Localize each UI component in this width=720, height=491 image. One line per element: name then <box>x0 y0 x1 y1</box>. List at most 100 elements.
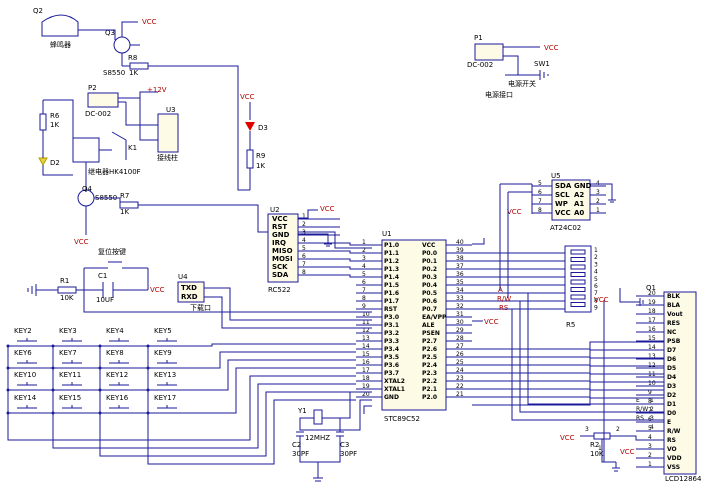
u1-pin-num: 18 <box>362 375 370 382</box>
key-label-key16: KEY16 <box>106 394 129 402</box>
lcd-pin-d6: D6 <box>667 356 676 363</box>
lcd-pin-num: 17 <box>648 317 656 324</box>
lcd-side-num: 2 <box>650 406 654 413</box>
y1-label: Y1 <box>297 407 307 415</box>
u1-pin-rst: RST <box>384 306 398 313</box>
u1-pin-xtal1: XTAL1 <box>384 386 405 393</box>
q2-label: Q2 <box>33 7 43 15</box>
key-label-key6: KEY6 <box>14 349 32 357</box>
terminal-label: 接线柱 <box>157 153 178 162</box>
u2-pin-vcc: VCC <box>272 215 288 223</box>
p1-model: DC-002 <box>467 61 493 69</box>
u1-pin-p3-6: P3.6 <box>384 362 399 369</box>
u1-pin-p2-3: P2.3 <box>422 370 437 377</box>
vcc-d3: VCC <box>240 93 255 101</box>
vcc-q4: VCC <box>74 238 89 246</box>
u2-pin-num: 2 <box>302 221 306 228</box>
sw1-label: SW1 <box>534 60 550 68</box>
u3-terminal <box>157 113 179 153</box>
u1-pin-p1-6: P1.6 <box>384 290 399 297</box>
p1-label: P1 <box>474 34 483 42</box>
u5-pin-vcc: VCC <box>555 209 571 217</box>
lcd-pin-num: 15 <box>648 335 656 342</box>
relay-model: 继电器HK4100F <box>88 167 141 176</box>
key-label-key10: KEY10 <box>14 371 36 379</box>
r7-value: 1K <box>120 208 129 216</box>
r1-resistor <box>57 286 77 294</box>
lcd-pin-num: 10 <box>648 380 656 387</box>
lcd-pin-d7: D7 <box>667 347 676 354</box>
key-label-key8: KEY8 <box>106 349 124 357</box>
c1-label: C1 <box>98 272 107 280</box>
lcd-name: LCD12864 <box>665 475 702 483</box>
vcc-u2: VCC <box>320 205 335 213</box>
u1-pin-num: 24 <box>456 367 464 374</box>
u1-pin-p3-0: P3.0 <box>384 314 399 321</box>
lcd-pin-vo: VO <box>667 446 677 453</box>
r9-value: 1K <box>256 162 265 170</box>
r2-pot <box>593 432 611 440</box>
ground-symbols <box>27 70 644 482</box>
k1-label: K1 <box>128 144 137 152</box>
u5-pin-a1: A1 <box>574 200 584 208</box>
u5-pin-num: 8 <box>538 207 542 214</box>
lcd-pin-r-w: R/W <box>667 428 681 435</box>
u1-pin-num: 12 <box>362 327 370 334</box>
q4-label: Q4 <box>82 185 93 193</box>
r1-label: R1 <box>60 277 69 285</box>
u1-pin-p2-7: P2.7 <box>422 338 437 345</box>
u4-serial: U4 TXD RXD 下载口 <box>177 273 372 329</box>
u1-pin-num: 10 <box>362 311 370 318</box>
u1-pin-ea-vpp: EA/VPP <box>422 314 447 321</box>
key-label-key12: KEY12 <box>106 371 128 379</box>
key-label-key5: KEY5 <box>154 327 172 335</box>
u2-pin-gnd: GND <box>272 231 290 239</box>
u1-pin-p0-7: P0.7 <box>422 306 437 313</box>
vcc-p1: VCC <box>544 44 559 52</box>
r5-pin-num: 2 <box>594 254 598 261</box>
u1-pin-p0-4: P0.4 <box>422 282 437 289</box>
u1-pin-num: 21 <box>456 391 464 398</box>
c3-value: 30PF <box>340 450 357 458</box>
key-label-key7: KEY7 <box>59 349 77 357</box>
power-section: P1 DC-002 VCC SW1 电源开关 电源接口 <box>467 34 559 99</box>
u5-body <box>551 179 591 221</box>
r5-label: R5 <box>566 321 575 329</box>
u1-pin-num: 15 <box>362 351 370 358</box>
u5-pin-a0: A0 <box>574 209 584 217</box>
key-label-key9: KEY9 <box>154 349 172 357</box>
u2-pin-num: 3 <box>302 229 306 236</box>
u1-pin-num: 19 <box>362 383 370 390</box>
u1-pin-p0-2: P0.2 <box>422 266 437 273</box>
key-label-key17: KEY17 <box>154 394 176 402</box>
r5-pin-num: 5 <box>594 276 598 283</box>
u1-pin-num: 1 <box>362 239 366 246</box>
lcd-pin-num: 1 <box>648 461 652 468</box>
u1-body <box>381 239 447 411</box>
r9-label: R9 <box>256 152 265 160</box>
u1-pin-num: 40 <box>456 239 464 246</box>
u1-pin-num: 33 <box>456 295 464 302</box>
r8-label: R8 <box>128 54 137 62</box>
u1-pin-p0-1: P0.1 <box>422 258 437 265</box>
u1-pin-p1-4: P1.4 <box>384 274 399 281</box>
u2-pin-sda: SDA <box>272 271 289 279</box>
u1-pin-num: 36 <box>456 271 464 278</box>
u1-pin-p0-3: P0.3 <box>422 274 437 281</box>
u1-pin-p2-0: P2.0 <box>422 394 437 401</box>
key-label-key13: KEY13 <box>154 371 176 379</box>
lcd-pin-d2: D2 <box>667 392 676 399</box>
lcd-pin-rs: RS <box>667 437 676 444</box>
d3-label: D3 <box>258 124 268 132</box>
power-port-label: 电源接口 <box>485 90 513 99</box>
lcd-body <box>663 291 697 475</box>
sig-a: A <box>498 286 503 294</box>
u4-pin-txd: TXD <box>181 284 197 292</box>
lcd-side-num: 1 <box>650 397 654 404</box>
lcd-side-num: 3 <box>650 415 654 422</box>
u4-body <box>177 281 205 303</box>
u2-pin-irq: IRQ <box>272 239 286 247</box>
u2-pin-num: 8 <box>302 269 306 276</box>
